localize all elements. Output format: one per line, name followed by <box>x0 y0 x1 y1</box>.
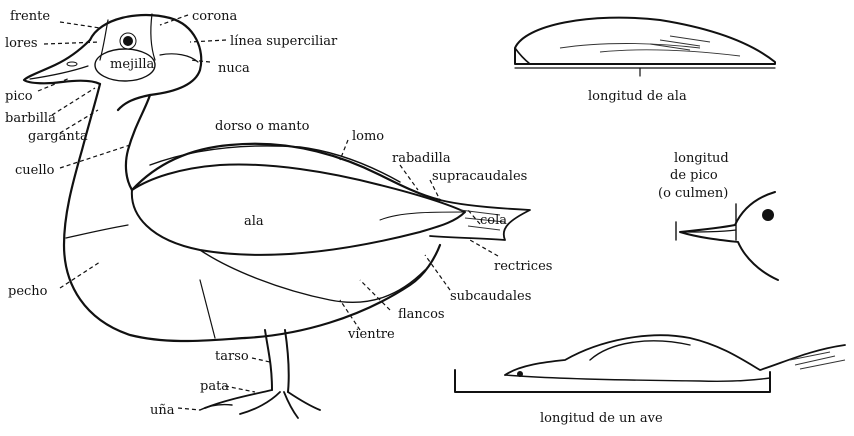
bird-length-figure: longitud de un ave <box>455 335 845 426</box>
duck-figure <box>24 14 530 418</box>
label-subcaudales: subcaudales <box>450 289 531 304</box>
label-pico: pico <box>5 89 33 104</box>
label-ala: ala <box>244 214 264 229</box>
label-barbilla: barbilla <box>5 111 56 126</box>
label-longitud-de-un-ave: longitud de un ave <box>540 411 663 426</box>
label-cola: cola <box>480 213 507 228</box>
label-lores: lores <box>5 36 38 51</box>
label-pata: pata <box>200 379 229 394</box>
label-lomo: lomo <box>352 129 384 144</box>
wing-length-figure: longitud de ala <box>515 18 775 104</box>
label-garganta: garganta <box>28 129 88 144</box>
label-tarso: tarso <box>215 349 249 364</box>
bill-length-figure: longitud de pico (o culmen) <box>658 151 778 280</box>
label-cuello: cuello <box>15 163 55 178</box>
label-corona: corona <box>192 9 238 24</box>
label-frente: frente <box>10 9 50 24</box>
label-bill-line3: (o culmen) <box>658 186 728 201</box>
label-una: uña <box>150 403 175 418</box>
label-linea-superciliar: línea superciliar <box>230 34 338 49</box>
label-flancos: flancos <box>398 307 445 322</box>
label-bill-line2: de pico <box>670 168 718 183</box>
label-longitud-de-ala: longitud de ala <box>588 89 687 104</box>
label-nuca: nuca <box>218 61 250 76</box>
label-vientre: vientre <box>347 327 395 342</box>
label-mejilla: mejilla <box>110 57 155 72</box>
label-supracaudales: supracaudales <box>432 169 527 184</box>
label-pecho: pecho <box>8 284 48 299</box>
label-rectrices: rectrices <box>494 259 552 274</box>
label-rabadilla: rabadilla <box>392 151 451 166</box>
label-dorso-o-manto: dorso o manto <box>215 119 310 134</box>
label-bill-line1: longitud <box>674 151 729 166</box>
